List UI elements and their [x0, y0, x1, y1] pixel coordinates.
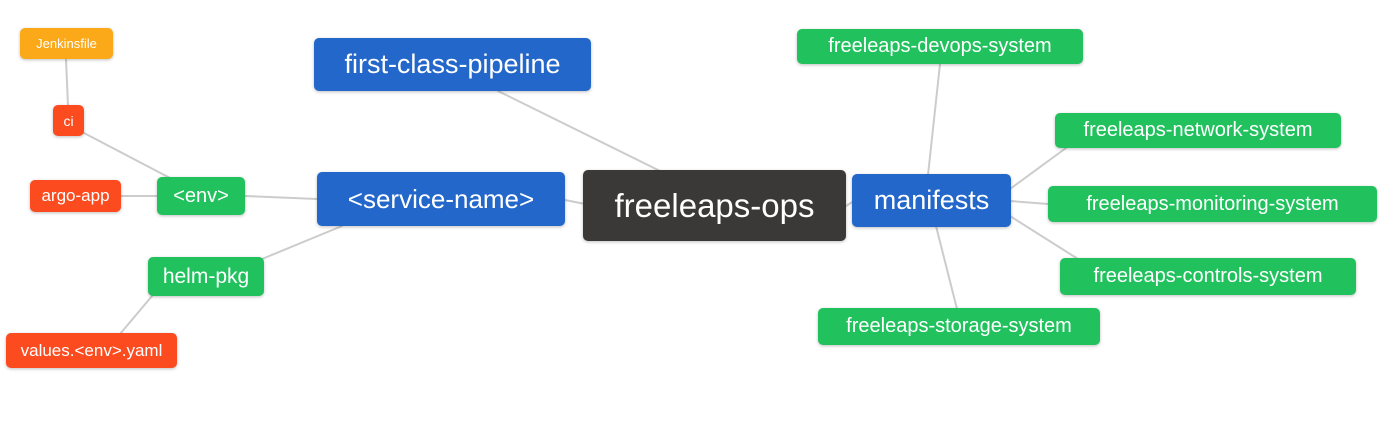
- edge-ci-env: [83, 132, 171, 179]
- node-freeleaps-monitoring-system[interactable]: freeleaps-monitoring-system: [1048, 186, 1377, 222]
- edge-pipeline-ops: [497, 90, 661, 172]
- node-helm-pkg[interactable]: helm-pkg: [148, 257, 264, 296]
- edge-manifests-network: [1009, 147, 1067, 190]
- edge-env-servicename: [244, 195, 318, 200]
- edge-manifests-monitoring: [1009, 200, 1049, 205]
- node-freeleaps-network-system[interactable]: freeleaps-network-system: [1055, 113, 1341, 148]
- edge-jenkinsfile-ci: [65, 58, 69, 107]
- node-freeleaps-controls-system[interactable]: freeleaps-controls-system: [1060, 258, 1356, 295]
- edge-servicename-ops: [564, 199, 586, 205]
- edge-manifests-devops: [927, 63, 941, 176]
- node-ci[interactable]: ci: [53, 105, 84, 136]
- edge-servicename-helmpkg: [261, 225, 343, 260]
- node-values-env-yaml[interactable]: values.<env>.yaml: [6, 333, 177, 368]
- node-freeleaps-devops-system[interactable]: freeleaps-devops-system: [797, 29, 1083, 64]
- node-freeleaps-storage-system[interactable]: freeleaps-storage-system: [818, 308, 1100, 345]
- node-freeleaps-ops-root[interactable]: freeleaps-ops: [583, 170, 846, 241]
- edge-helmpkg-values: [119, 295, 153, 335]
- node-service-name[interactable]: <service-name>: [317, 172, 565, 226]
- node-manifests[interactable]: manifests: [852, 174, 1011, 227]
- node-env[interactable]: <env>: [157, 177, 245, 215]
- node-argo-app[interactable]: argo-app: [30, 180, 121, 212]
- edge-manifests-storage: [935, 225, 958, 310]
- node-jenkinsfile[interactable]: Jenkinsfile: [20, 28, 113, 59]
- edge-manifests-controls: [1009, 215, 1079, 260]
- node-first-class-pipeline[interactable]: first-class-pipeline: [314, 38, 591, 91]
